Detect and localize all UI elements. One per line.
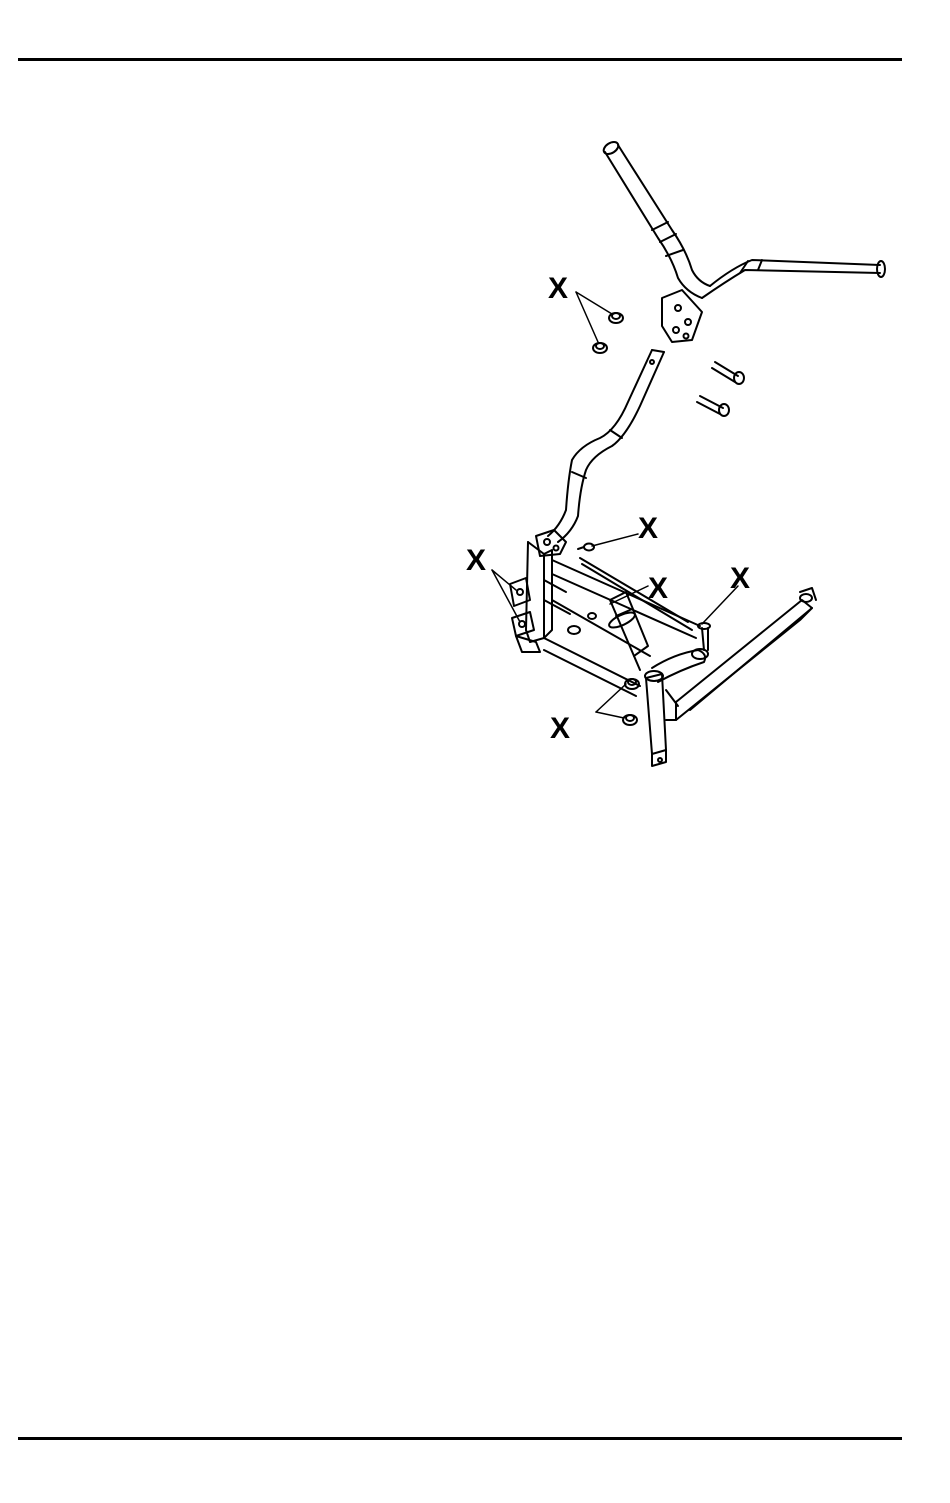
footer-rule xyxy=(18,1437,902,1440)
callout-x-steering-top: X xyxy=(638,512,658,545)
handlebar xyxy=(602,140,885,342)
callout-x-lower-pivot: X xyxy=(550,712,570,745)
spindle-post xyxy=(645,671,678,766)
callout-x-spindle: X xyxy=(730,562,750,595)
pin-fastener xyxy=(578,544,594,551)
handlebar-nuts xyxy=(593,313,623,353)
header-rule xyxy=(18,58,902,61)
callout-x-cylinder: X xyxy=(648,572,668,605)
callout-x-left-frame: X xyxy=(466,544,486,577)
steering-assembly-figure: X X X X X X xyxy=(440,130,910,780)
callout-leaders xyxy=(492,292,738,718)
lower-pivot-nuts xyxy=(623,679,639,725)
left-frame xyxy=(510,542,580,652)
clamp-bolts xyxy=(697,362,744,416)
callout-x-handlebar: X xyxy=(548,272,568,305)
front-axle-arm xyxy=(676,588,816,720)
